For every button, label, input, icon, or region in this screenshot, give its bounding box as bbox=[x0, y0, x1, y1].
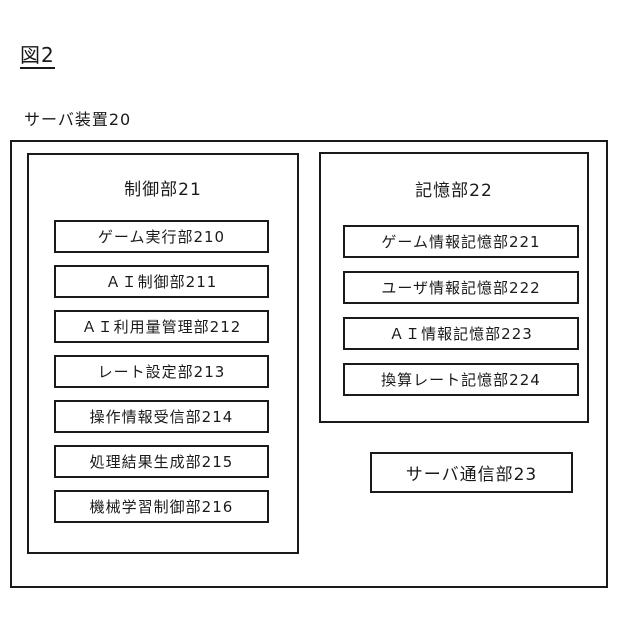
storage-unit-item-user-info: ユーザ情報記憶部222 bbox=[343, 271, 579, 304]
storage-unit-item-conversion-rate: 換算レート記憶部224 bbox=[343, 363, 579, 396]
control-unit-item-rate-setting: レート設定部213 bbox=[54, 355, 269, 388]
storage-unit-box: 記憶部22 ゲーム情報記憶部221 ユーザ情報記憶部222 ＡＩ情報記憶部223… bbox=[319, 152, 589, 423]
storage-unit-item-game-info: ゲーム情報記憶部221 bbox=[343, 225, 579, 258]
control-unit-item-ai-usage-management: ＡＩ利用量管理部212 bbox=[54, 310, 269, 343]
control-unit-item-machine-learning-control: 機械学習制御部216 bbox=[54, 490, 269, 523]
figure-number-label: 図2 bbox=[20, 43, 55, 69]
control-unit-item-operation-info-reception: 操作情報受信部214 bbox=[54, 400, 269, 433]
control-unit-item-processing-result-generation: 処理結果生成部215 bbox=[54, 445, 269, 478]
server-communication-unit-box: サーバ通信部23 bbox=[370, 452, 573, 493]
server-device-label: サーバ装置20 bbox=[24, 110, 132, 129]
storage-unit-title: 記憶部22 bbox=[415, 181, 493, 201]
control-unit-box: 制御部21 ゲーム実行部210 ＡＩ制御部211 ＡＩ利用量管理部212 レート… bbox=[27, 153, 299, 554]
server-communication-unit-label: サーバ通信部23 bbox=[405, 465, 538, 485]
control-unit-title: 制御部21 bbox=[124, 180, 202, 200]
storage-unit-item-ai-info: ＡＩ情報記憶部223 bbox=[343, 317, 579, 350]
control-unit-item-ai-control: ＡＩ制御部211 bbox=[54, 265, 269, 298]
control-unit-item-game-execution: ゲーム実行部210 bbox=[54, 220, 269, 253]
